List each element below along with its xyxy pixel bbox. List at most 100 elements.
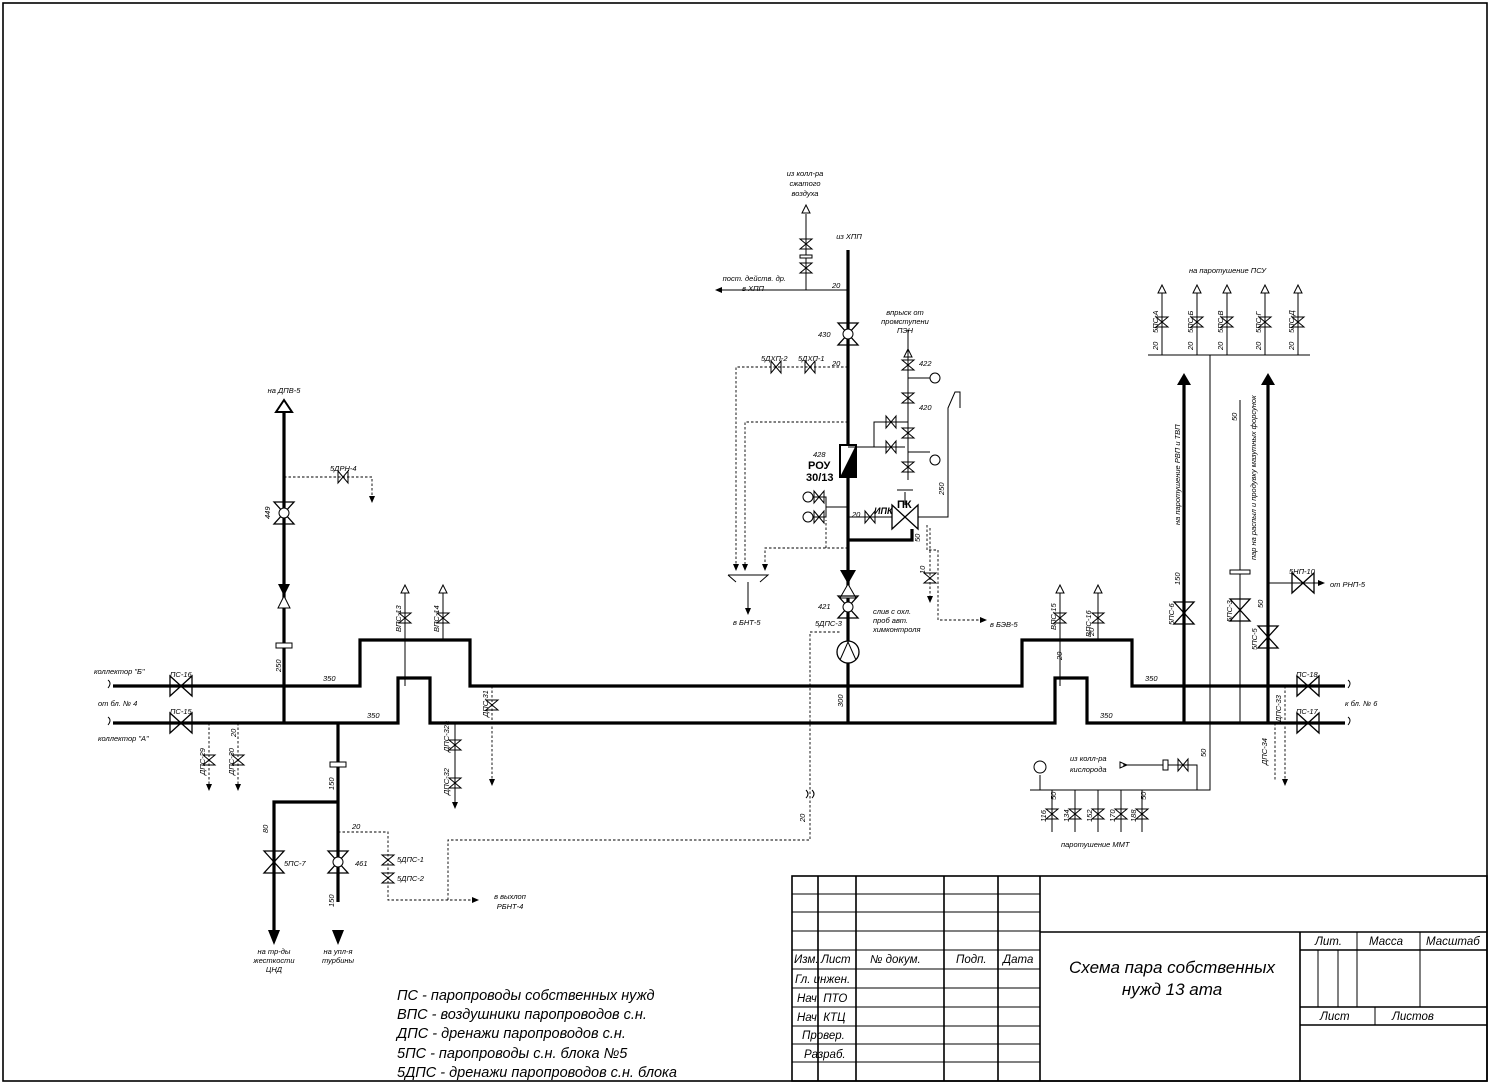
label-pen-1: впрыск от — [886, 308, 924, 317]
label-n50a: 50 — [913, 533, 922, 542]
right-section — [1030, 284, 1325, 832]
collector-a-line — [113, 676, 1345, 725]
label-coll-b: коллектор "Б" — [94, 667, 145, 676]
legend-line-1: ПС - паропроводы собственных нужд — [397, 988, 655, 1004]
label-n250b: 250 — [274, 659, 283, 673]
label-n20g-5: 20 — [1287, 341, 1296, 351]
rou-line — [715, 204, 987, 723]
tb-role-prover: Провер. — [802, 1030, 845, 1042]
tb-header-doc: № докум. — [870, 954, 921, 966]
label-rvp: на паротушение РВП и ТВП — [1173, 424, 1182, 525]
label-rnp: от РНП-5 — [1330, 580, 1366, 589]
tb-header-date: Дата — [1001, 954, 1033, 966]
label-ps3: 5ПС-3 — [1225, 599, 1234, 622]
label-drn4: 5ДРН-4 — [330, 464, 357, 473]
label-psu: на паротушение ПСУ — [1189, 266, 1267, 275]
tb-listov: Листов — [1391, 1011, 1434, 1023]
dpv-line — [273, 398, 375, 723]
label-np10: 5НП-10 — [1289, 567, 1316, 576]
label-dps32: ДПС-32 — [442, 767, 451, 796]
label-dxp2: 5ДХП-2 — [761, 354, 788, 363]
label-mmt-116: 116 — [1039, 809, 1048, 822]
label-n250a: 250 — [937, 482, 946, 496]
label-vps13: ВПС-13 — [394, 604, 403, 632]
label-v430: 430 — [818, 330, 831, 339]
label-rou-2: 30/13 — [806, 472, 834, 484]
label-sliv-2: проб авт. — [873, 616, 908, 625]
label-cnd-3: ЦНД — [266, 965, 283, 974]
legend-line-3: ДПС - дренажи паропроводов с.н. — [395, 1026, 626, 1042]
label-bnt: в БНТ-5 — [733, 618, 761, 627]
label-n50b: 50 — [1230, 412, 1239, 421]
label-psu-d: 5ПС-Д — [1287, 309, 1296, 333]
label-dps2: 5ДПС-2 — [397, 874, 425, 883]
label-psu-b: 5ПС-Б — [1186, 310, 1195, 333]
label-rbnt-1: в выхлоп — [494, 892, 526, 901]
collector-b-line — [113, 638, 1345, 688]
label-cnd-1: на тр-ды — [258, 947, 291, 956]
label-vps15: ВПС-15 — [1049, 602, 1058, 630]
label-dps33: ДПС-33 — [1274, 694, 1283, 723]
label-n80: 80 — [261, 824, 270, 833]
tb-list: Лист — [1319, 1011, 1350, 1023]
label-dps30: ДПС-30 — [227, 747, 236, 776]
label-dps34: ДПС-34 — [1260, 738, 1269, 766]
label-ps7: 5ПС-7 — [284, 859, 307, 868]
label-v428: 428 — [813, 450, 826, 459]
label-dpv: на ДПВ-5 — [268, 386, 302, 395]
label-oxygen-1: из колл-ра — [1070, 754, 1107, 763]
label-dps31: ДПС-31 — [481, 690, 490, 718]
label-pen-3: ПЭН — [897, 326, 914, 335]
label-ipk: ИПК — [874, 506, 894, 516]
label-ps18: ПС-18 — [1296, 670, 1319, 679]
label-v422: 422 — [919, 359, 932, 368]
label-n150c: 150 — [1173, 572, 1182, 585]
label-dps3: 5ДПС-3 — [815, 619, 843, 628]
label-ps17: ПС-17 — [1296, 707, 1319, 716]
label-n350b: 350 — [367, 711, 380, 720]
label-rou: РОУ — [808, 460, 830, 472]
tb-role-nach-ktc: Нач. КТЦ — [797, 1012, 846, 1024]
label-n10a: 10 — [918, 565, 927, 574]
label-dxp1: 5ДХП-1 — [798, 354, 825, 363]
tb-role-gl-inzh: Гл. инжен. — [795, 974, 850, 986]
label-from4: от бл. № 4 — [98, 699, 137, 708]
tb-header-list: Лист — [820, 954, 851, 966]
label-n350c: 350 — [1145, 674, 1158, 683]
label-psu-g: 5ПС-Г — [1254, 310, 1263, 333]
label-n350a: 350 — [323, 674, 336, 683]
label-to6: к бл. № 6 — [1345, 699, 1378, 708]
label-n50d: 50 — [1199, 748, 1208, 757]
label-upl-2: турбины — [322, 956, 355, 965]
label-ps16: ПС-16 — [170, 670, 193, 679]
label-mazut: пар на распыл и продувку мазутных форсун… — [1249, 395, 1258, 560]
label-dps32a: ДПС-32а — [442, 721, 451, 753]
title-block: Изм. Лист № докум. Подп. Дата Гл. инжен.… — [791, 875, 1488, 1082]
legend-line-2: ВПС - воздушники паропроводов с.н. — [397, 1007, 647, 1023]
label-n20g-2: 20 — [1186, 341, 1195, 351]
label-n20g-3: 20 — [1216, 341, 1225, 351]
label-v421: 421 — [818, 602, 831, 611]
label-coll-a: коллектор "А" — [98, 734, 149, 743]
label-n50e-1: 50 — [1049, 791, 1058, 800]
label-sliv-1: слив с охл. — [873, 607, 911, 616]
label-vps16: ВПС-16 — [1084, 609, 1093, 637]
label-n150a: 150 — [327, 777, 336, 790]
label-n50c: 50 — [1256, 599, 1265, 608]
label-n20h: 20 — [1087, 627, 1096, 637]
label-v420: 420 — [919, 403, 932, 412]
label-n20g-4: 20 — [1254, 341, 1263, 351]
label-air-src-2: сжатого — [789, 179, 820, 188]
tb-title-1: Схема пара собственных — [1069, 958, 1275, 977]
label-pen-2: промступени — [881, 317, 930, 326]
label-dps1: 5ДПС-1 — [397, 855, 424, 864]
label-post-drain-1: пост. действ. др. — [723, 274, 786, 283]
label-n20f: 20 — [798, 813, 807, 823]
label-hpp: из ХПП — [836, 232, 862, 241]
tb-title-2: нужд 13 ата — [1122, 980, 1222, 999]
tb-role-razrab: Разраб. — [804, 1049, 846, 1061]
label-psu-a: 5ПС-А — [1151, 310, 1160, 333]
label-oxygen-2: кислорода — [1070, 765, 1107, 774]
label-v461: 461 — [355, 859, 368, 868]
